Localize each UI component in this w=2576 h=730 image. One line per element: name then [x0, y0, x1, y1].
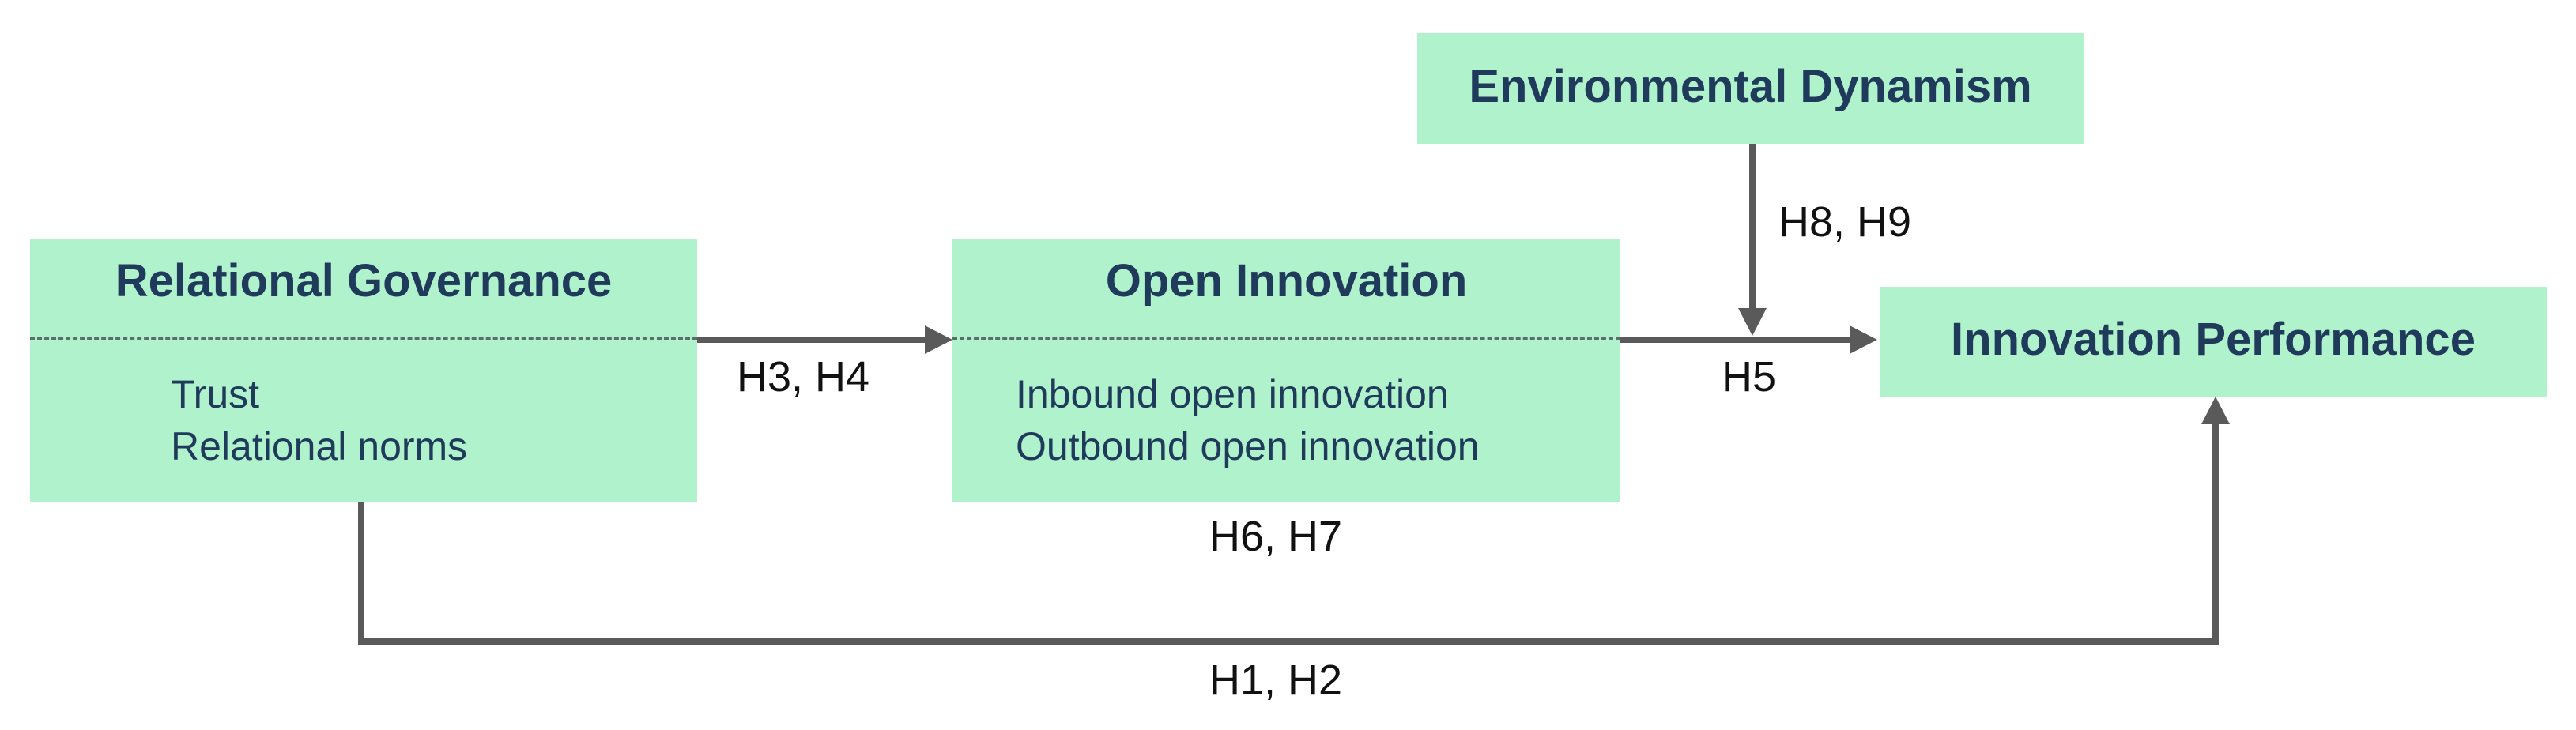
arrowhead-oi-to-ip [1850, 325, 1877, 354]
arrowhead-ed-moderation [1738, 308, 1767, 336]
item-relational-norms: Relational norms [171, 424, 468, 468]
item-trust: Trust [171, 372, 260, 416]
innovation-performance-title: Innovation Performance [1951, 314, 2476, 365]
relational-governance-title: Relational Governance [115, 255, 613, 307]
label-h3-h4: H3, H4 [737, 353, 870, 401]
open-innovation-divider [952, 337, 1620, 340]
item-inbound-open-innovation: Inbound open innovation [1016, 372, 1449, 416]
relational-governance-divider [30, 337, 697, 340]
label-h6-h7: H6, H7 [1209, 513, 1343, 560]
label-h5: H5 [1722, 353, 1777, 401]
innovation-performance-box: Innovation Performance [1880, 287, 2547, 397]
arrowhead-rg-to-ip [2201, 397, 2230, 424]
relational-governance-box: Relational Governance Trust Relational n… [30, 239, 697, 502]
open-innovation-title: Open Innovation [1105, 255, 1468, 307]
arrowhead-rg-to-oi [925, 325, 952, 354]
arrow-rg-to-ip [358, 423, 2219, 645]
environmental-dynamism-box: Environmental Dynamism [1417, 33, 2084, 144]
open-innovation-items: Inbound open innovation Outbound open in… [1016, 368, 1480, 472]
label-h8-h9: H8, H9 [1778, 198, 1912, 246]
environmental-dynamism-title: Environmental Dynamism [1469, 61, 2032, 112]
open-innovation-box: Open Innovation Inbound open innovation … [952, 239, 1620, 502]
item-outbound-open-innovation: Outbound open innovation [1016, 424, 1480, 468]
label-h1-h2: H1, H2 [1209, 657, 1343, 704]
relational-governance-items: Trust Relational norms [171, 368, 467, 472]
